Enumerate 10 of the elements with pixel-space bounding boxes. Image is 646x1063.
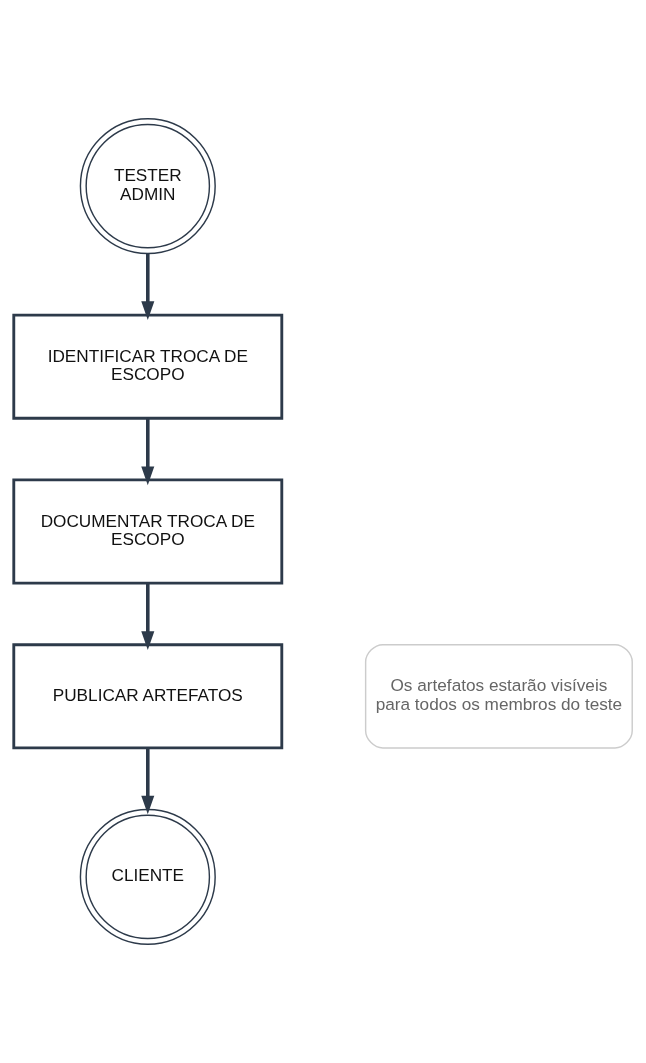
arrow (141, 748, 155, 815)
node-box: Os artefatos estarão visíveis para todos os membros do teste (364, 644, 633, 749)
arrow (141, 583, 155, 650)
node-box: IDENTIFICAR TROCA DE ESCOPO (12, 313, 284, 420)
arrow (141, 418, 155, 486)
node-box: PUBLICAR ARTEFATOS (12, 643, 284, 750)
node-circle: CLIENTE (79, 808, 216, 945)
arrow (141, 253, 155, 320)
node-circle: TESTER ADMIN (79, 118, 216, 255)
node-box: DOCUMENTAR TROCA DE ESCOPO (12, 478, 284, 585)
